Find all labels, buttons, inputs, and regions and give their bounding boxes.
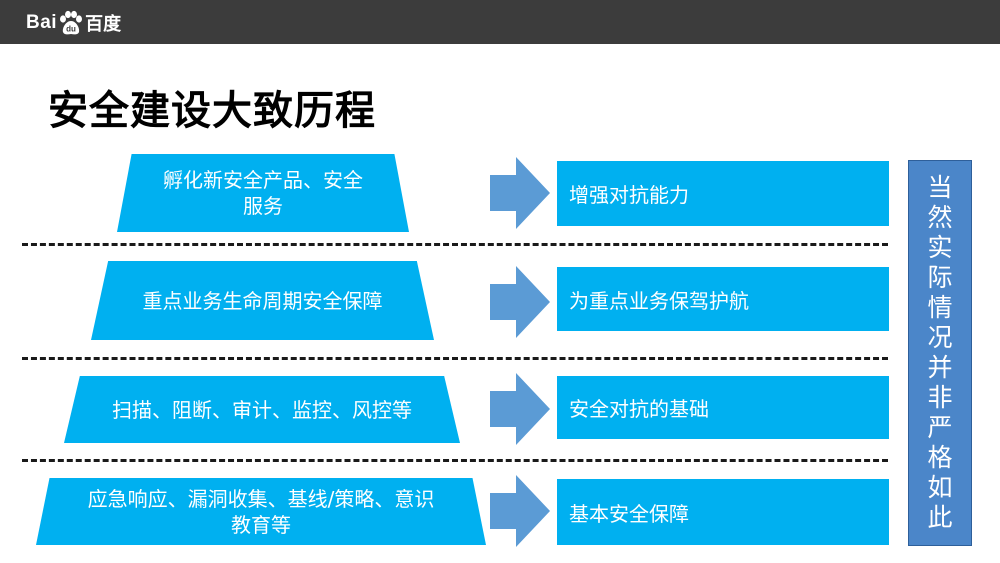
right-box-3: 安全对抗的基础 xyxy=(557,376,889,439)
paw-text: du xyxy=(66,25,76,34)
arrow-right-icon xyxy=(490,157,550,229)
arrow-right-icon xyxy=(490,475,550,547)
paw-icon: du xyxy=(60,10,83,35)
left-box-4: 应急响应、漏洞收集、基线/策略、意识 教育等 xyxy=(36,478,486,545)
left-box-1-line-1: 孵化新安全产品、安全 xyxy=(163,168,363,192)
left-box-1-line-2: 服务 xyxy=(243,194,283,218)
left-box-2: 重点业务生命周期安全保障 xyxy=(91,261,434,340)
page-title: 安全建设大致历程 xyxy=(48,88,376,134)
arrow-right-icon xyxy=(490,373,550,445)
left-box-2-line-1: 重点业务生命周期安全保障 xyxy=(142,288,383,313)
right-box-4: 基本安全保障 xyxy=(557,479,889,545)
baidu-logo[interactable]: Bai du 百度 xyxy=(26,9,121,37)
left-box-3-line-1: 扫描、阻断、审计、监控、风控等 xyxy=(112,397,412,422)
left-box-3: 扫描、阻断、审计、监控、风控等 xyxy=(64,376,460,443)
divider-3 xyxy=(22,459,888,462)
side-note-text: 当然实际情况并非严格如此 xyxy=(927,173,953,532)
side-note: 当然实际情况并非严格如此 xyxy=(908,160,972,546)
left-box-1: 孵化新安全产品、安全 服务 xyxy=(117,154,409,232)
right-box-1: 增强对抗能力 xyxy=(557,161,889,226)
divider-1 xyxy=(22,243,888,246)
left-box-4-line-2: 教育等 xyxy=(231,512,291,537)
arrow-right-icon xyxy=(490,266,550,338)
left-box-4-line-1: 应急响应、漏洞收集、基线/策略、意识 xyxy=(87,486,435,511)
logo-cn: 百度 xyxy=(85,14,122,35)
header-bar: Bai du 百度 xyxy=(0,0,1000,44)
right-box-2: 为重点业务保驾护航 xyxy=(557,267,889,331)
logo-latin: Bai xyxy=(26,12,58,33)
divider-2 xyxy=(22,357,888,360)
